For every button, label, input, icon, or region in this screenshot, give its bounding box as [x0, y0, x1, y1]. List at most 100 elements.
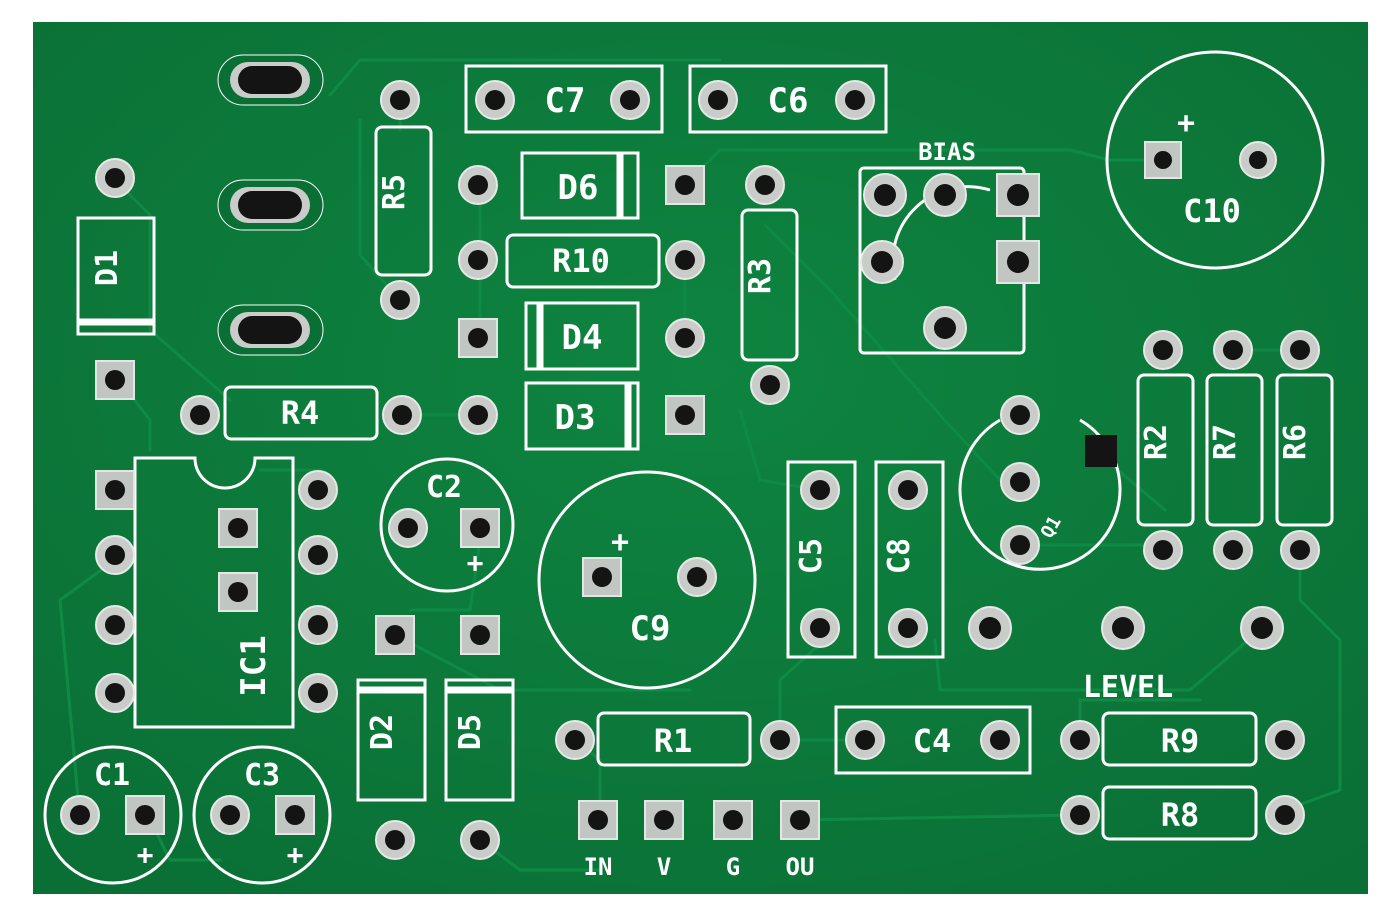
label-d2: D2 — [365, 714, 400, 750]
pad-drill-hole — [675, 405, 695, 425]
pad-drill-hole — [1007, 184, 1029, 206]
pad-drill-hole — [70, 805, 90, 825]
d5-outline — [444, 678, 515, 802]
pad-drill-hole — [979, 617, 1001, 639]
label-c8: C8 — [882, 538, 917, 574]
r9-outline — [1101, 711, 1258, 767]
r2-outline — [1136, 373, 1195, 527]
c9-outline — [537, 470, 757, 690]
label-in: IN — [584, 853, 613, 881]
pad-drill-hole — [135, 805, 155, 825]
pad-drill-hole — [308, 480, 328, 500]
pad-drill-hole — [675, 328, 695, 348]
c4-outline — [834, 705, 1032, 775]
label-r1: R1 — [654, 722, 693, 760]
c8-outline — [874, 460, 945, 659]
r3-outline — [740, 208, 799, 362]
label-d4: D4 — [562, 318, 603, 358]
pad-drill-hole — [105, 370, 125, 390]
pad-drill-hole — [1290, 340, 1310, 360]
pad-drill-hole — [285, 805, 305, 825]
label-c1: C1 — [94, 758, 130, 793]
d1-outline — [76, 216, 156, 336]
pad-drill-hole — [485, 90, 505, 110]
label-level: LEVEL — [1083, 670, 1173, 705]
pad-drill-hole — [770, 730, 790, 750]
pad-drill-hole — [687, 567, 707, 587]
pad-drill-hole — [760, 375, 780, 395]
label-c4: C4 — [913, 722, 952, 760]
pad-drill-hole — [675, 175, 695, 195]
label-bias: BIAS — [918, 138, 976, 166]
label-c5: C5 — [794, 538, 829, 574]
pad-drill-hole — [468, 250, 488, 270]
label-d1: D1 — [90, 250, 125, 286]
mounting-slots — [217, 54, 324, 356]
pad-drill-hole — [392, 405, 412, 425]
pad-drill-hole — [190, 405, 210, 425]
pad-drill-hole — [308, 683, 328, 703]
pad-drill-hole — [855, 730, 875, 750]
pad-drill-hole — [723, 810, 743, 830]
label-d3: D3 — [555, 398, 596, 438]
pad-drill-hole — [845, 90, 865, 110]
pad-drill-hole — [470, 518, 490, 538]
d3-outline — [524, 381, 640, 451]
pad-drill-hole — [1010, 472, 1030, 492]
c10-outline — [1105, 50, 1325, 270]
pad-drill-hole — [228, 582, 248, 602]
label-c1-plus: + — [137, 838, 154, 871]
pad-drill-hole — [934, 317, 956, 339]
pad-drill-hole — [468, 405, 488, 425]
pad-drill-hole — [1223, 340, 1243, 360]
pad-drill-hole — [755, 175, 775, 195]
pad-drill-hole — [620, 90, 640, 110]
pad-drill-hole — [934, 184, 956, 206]
r10-outline — [505, 233, 661, 289]
pad-drill-hole — [220, 805, 240, 825]
pad-drill-hole — [898, 618, 918, 638]
pad-drill-hole — [898, 480, 918, 500]
pad-drill-hole — [390, 290, 410, 310]
pad-drill-hole — [790, 810, 810, 830]
pad-drill-hole — [588, 810, 608, 830]
pad-drill-hole — [654, 810, 674, 830]
pad-drill-hole — [1251, 617, 1273, 639]
label-r9: R9 — [1161, 722, 1200, 760]
pad-drill-hole — [1290, 540, 1310, 560]
pad-drill-hole — [390, 90, 410, 110]
c7-outline — [464, 64, 664, 134]
label-g: G — [726, 853, 740, 881]
label-c9: C9 — [630, 609, 671, 649]
pad-drill-hole — [990, 730, 1010, 750]
pad-drill-hole — [468, 328, 488, 348]
label-r6: R6 — [1278, 424, 1313, 460]
d6-outline — [520, 151, 640, 220]
c1-outline — [43, 745, 183, 885]
pad-drill-hole — [468, 175, 488, 195]
label-c6: C6 — [768, 81, 809, 121]
r7-outline — [1205, 373, 1264, 527]
pad-drill-hole — [675, 250, 695, 270]
pad-drill-hole — [228, 518, 248, 538]
q1-outline — [958, 418, 1122, 571]
pad-drill-hole — [871, 251, 893, 273]
pad-drill-hole — [1010, 535, 1030, 555]
label-v: V — [657, 853, 671, 881]
pad-drill-hole — [708, 90, 728, 110]
pad-drill-hole — [105, 480, 125, 500]
label-c10-plus: + — [1177, 106, 1195, 141]
label-c3: C3 — [244, 758, 280, 793]
label-r10: R10 — [552, 242, 610, 280]
label-r7: R7 — [1208, 424, 1243, 460]
label-ic1: IC1 — [234, 635, 274, 696]
pad-drill-hole — [874, 184, 896, 206]
c5-outline — [786, 460, 857, 659]
label-c7: C7 — [545, 81, 586, 121]
mounting-slot-hole — [238, 316, 302, 344]
pad-drill-hole — [1275, 730, 1295, 750]
pad-drill-hole — [1070, 805, 1090, 825]
pad-drill-hole — [1275, 805, 1295, 825]
r5-outline — [374, 125, 433, 277]
